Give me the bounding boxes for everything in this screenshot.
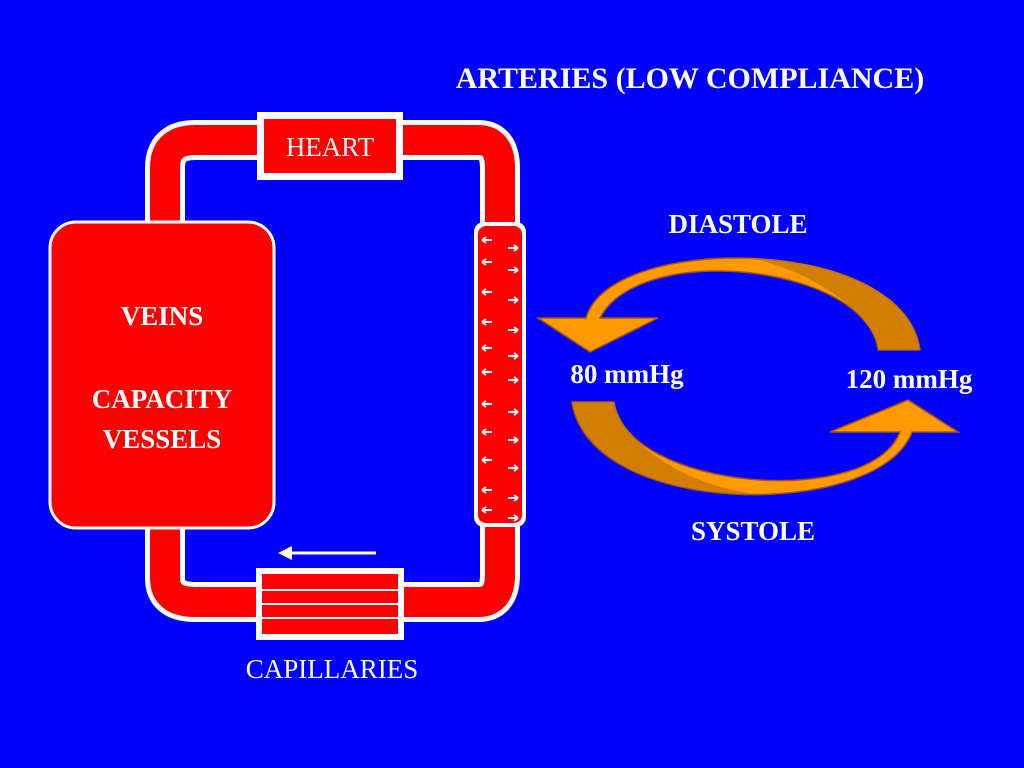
diastole-label: DIASTOLE [668, 209, 807, 239]
artery-arrow-left [481, 288, 492, 296]
capillary-bed: CAPILLARIES [246, 568, 419, 684]
artery-arrow-right [508, 464, 519, 472]
artery-arrow-right [508, 408, 519, 416]
artery-arrow-right [508, 296, 519, 304]
artery-arrow-left [481, 400, 492, 408]
artery-arrow-right [508, 244, 519, 252]
flow-arrow-left [278, 546, 376, 560]
vessels-label: VESSELS [103, 424, 222, 454]
artery-arrow-right [508, 326, 519, 334]
high-pressure-label: 120 mmHg [846, 364, 973, 394]
veins-label: VEINS [121, 301, 204, 331]
artery-arrow-right [508, 352, 519, 360]
artery-arrow-left [481, 258, 492, 266]
artery-arrow-right [508, 494, 519, 502]
artery-arrow-left [481, 428, 492, 436]
artery-arrow-left [481, 318, 492, 326]
artery-segment [474, 222, 526, 527]
artery-arrow-left [481, 486, 492, 494]
heart-box: HEART [257, 112, 403, 180]
pressure-cycle: DIASTOLE SYSTOLE 80 mmHg 120 mmHg [535, 209, 973, 546]
veins-block: VEINS CAPACITY VESSELS [48, 220, 276, 530]
artery-arrow-left [481, 344, 492, 352]
artery-arrow-left [481, 506, 492, 514]
artery-arrow-right [508, 514, 519, 522]
artery-wall-arrows [481, 236, 519, 522]
capacity-label: CAPACITY [92, 384, 233, 414]
artery-arrow-left [481, 236, 492, 244]
artery-arrow-right [508, 376, 519, 384]
systole-label: SYSTOLE [691, 516, 815, 546]
low-pressure-label: 80 mmHg [570, 359, 684, 389]
artery-arrow-right [508, 436, 519, 444]
artery-arrow-left [481, 368, 492, 376]
capillaries-label: CAPILLARIES [246, 654, 419, 684]
artery-arrow-left [481, 456, 492, 464]
heart-label: HEART [286, 132, 375, 162]
arteries-title: ARTERIES (LOW COMPLIANCE) [456, 62, 924, 95]
artery-arrow-right [508, 266, 519, 274]
